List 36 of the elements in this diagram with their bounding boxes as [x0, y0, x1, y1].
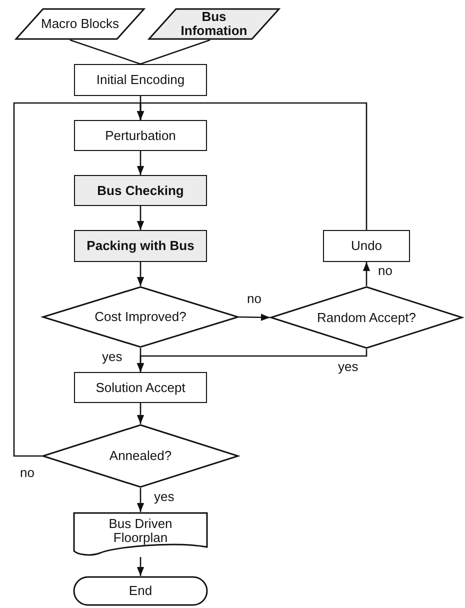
document-shape	[73, 512, 208, 557]
arrow	[136, 348, 144, 372]
arrow	[13, 102, 144, 457]
arrow	[238, 314, 270, 321]
node-label: Perturbation	[104, 128, 177, 142]
node-label: Packing with Bus	[86, 239, 196, 253]
node-label: Bus Checking	[96, 184, 185, 198]
arrow	[362, 262, 370, 286]
process-box	[74, 230, 207, 262]
process-box	[74, 120, 207, 151]
decision-diamond	[42, 286, 239, 348]
node-label: Annealed?	[108, 449, 173, 463]
node-label: End	[128, 584, 154, 598]
process-box	[74, 372, 207, 403]
decision-diamond	[42, 424, 239, 488]
node-label: Bus Driven Floorplan	[108, 516, 174, 547]
node-label: Macro Blocks	[40, 17, 120, 31]
process-box	[74, 175, 207, 206]
node-label: Initial Encoding	[95, 73, 186, 87]
data-parallelogram	[148, 8, 280, 40]
arrow	[136, 488, 144, 512]
arrow	[136, 151, 144, 175]
arrow	[136, 557, 144, 576]
process-box	[323, 230, 410, 262]
arrow	[136, 262, 144, 286]
decision-diamond	[270, 286, 463, 349]
node-label: Bus Infomation	[180, 10, 248, 38]
node-label: Undo	[350, 239, 384, 253]
arrow	[136, 403, 144, 424]
terminator-shape	[73, 576, 208, 606]
node-label: Random Accept?	[316, 310, 417, 324]
process-box	[74, 64, 207, 96]
node-label: Cost Improved?	[94, 310, 188, 324]
data-parallelogram	[15, 8, 145, 40]
arrow	[136, 206, 144, 230]
node-label: Solution Accept	[94, 380, 186, 394]
